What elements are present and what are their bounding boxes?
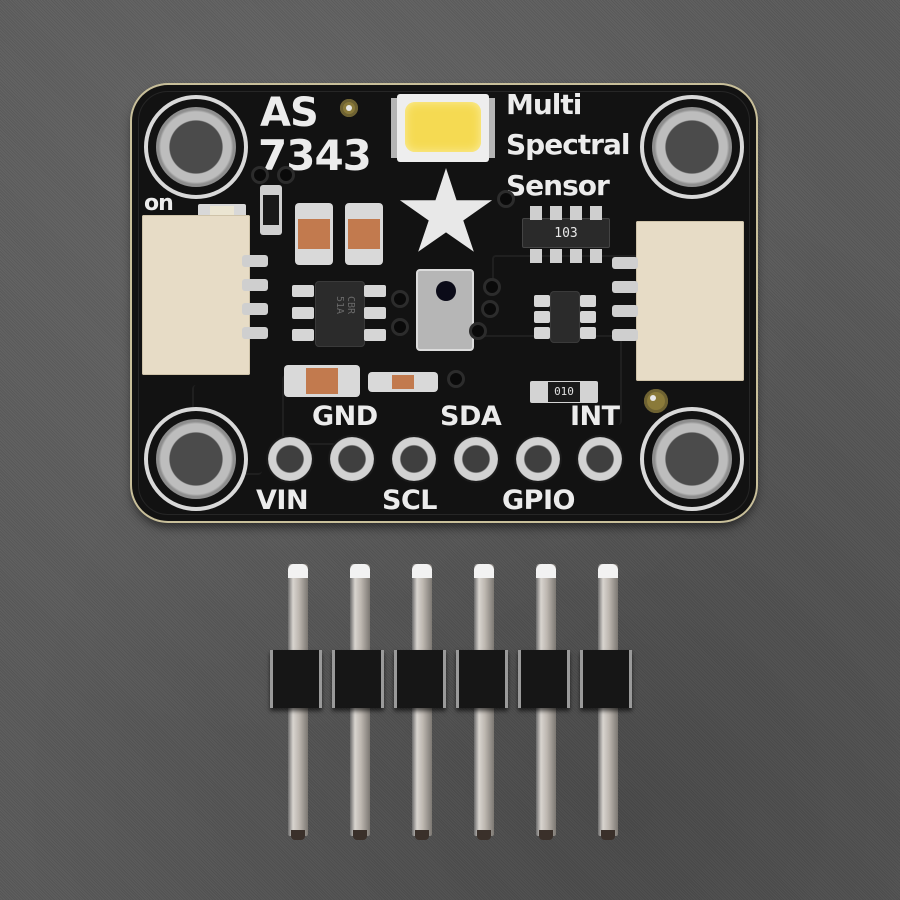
capacitor	[295, 203, 333, 265]
voltage-regulator-ic: CBR 51A	[315, 281, 365, 347]
power-led-label: on	[144, 191, 174, 216]
pin-label-scl: SCL	[382, 485, 437, 516]
via	[394, 293, 406, 305]
description-line1: Multi	[506, 88, 582, 121]
resistor-pad	[530, 249, 542, 263]
pad-scl[interactable]	[392, 437, 436, 481]
ic-pin	[580, 327, 596, 339]
via	[484, 303, 496, 315]
ic-pin	[534, 327, 550, 339]
header-plastic-block	[270, 650, 322, 708]
mounting-hole-bottom-left	[144, 407, 248, 511]
via	[486, 281, 498, 293]
pad-gnd[interactable]	[330, 437, 374, 481]
resistor-pad	[590, 206, 602, 220]
resistor-pad	[570, 206, 582, 220]
ic-pin	[364, 285, 386, 297]
via	[254, 169, 266, 181]
connector-pin	[242, 279, 268, 291]
header-plastic-block	[456, 650, 508, 708]
pad-int[interactable]	[578, 437, 622, 481]
pad-gpio[interactable]	[516, 437, 560, 481]
ic-pin	[580, 295, 596, 307]
connector-pin	[612, 257, 638, 269]
pad-vin[interactable]	[268, 437, 312, 481]
description-line3: Sensor	[506, 169, 610, 202]
capacitor	[368, 372, 438, 392]
connector-pin	[242, 303, 268, 315]
small-resistor: 010	[530, 381, 598, 403]
fiducial-mark	[340, 99, 358, 117]
resistor-pad	[570, 249, 582, 263]
header-plastic-block	[332, 650, 384, 708]
ic-pin	[292, 285, 314, 297]
connector-pin	[242, 327, 268, 339]
illumination-led	[397, 94, 489, 162]
mounting-hole-top-left	[144, 95, 248, 199]
ic-pin	[580, 311, 596, 323]
via	[280, 169, 292, 181]
level-shifter-ic	[550, 291, 580, 343]
header-plastic-block	[580, 650, 632, 708]
pin-label-gnd: GND	[312, 401, 378, 432]
pcb-trace	[282, 375, 362, 445]
pad-sda[interactable]	[454, 437, 498, 481]
ic-pin	[534, 295, 550, 307]
fiducial-mark	[644, 389, 668, 413]
right-stemma-qt-connector[interactable]	[636, 221, 744, 381]
connector-pin	[242, 255, 268, 267]
header-plastic-block	[518, 650, 570, 708]
via	[472, 325, 484, 337]
pin-label-vin: VIN	[256, 485, 309, 516]
pin-label-gpio: GPIO	[502, 485, 575, 516]
mounting-hole-bottom-right	[640, 407, 744, 511]
ic-pin	[292, 307, 314, 319]
as7343-spectral-sensor-chip	[416, 269, 474, 351]
capacitor	[284, 365, 360, 397]
chip-name-line2: 7343	[258, 131, 372, 180]
connector-pin	[612, 329, 638, 341]
resistor-pad	[550, 249, 562, 263]
via	[500, 193, 512, 205]
description-line2: Spectral	[506, 128, 630, 161]
flower-logo-icon	[399, 168, 493, 252]
male-pin-header	[264, 560, 644, 850]
ic-pin	[534, 311, 550, 323]
left-stemma-qt-connector[interactable]	[142, 215, 250, 375]
connector-pin	[612, 305, 638, 317]
resistor-pad	[590, 249, 602, 263]
pin-label-int: INT	[570, 401, 620, 432]
ic-pin	[292, 329, 314, 341]
via	[394, 321, 406, 333]
mounting-hole-top-right	[640, 95, 744, 199]
capacitor	[345, 203, 383, 265]
sensor-breakout-board: AS 7343 Multi Spectral Sensor on CBR 51A	[132, 85, 756, 521]
pin-label-sda: SDA	[440, 401, 502, 432]
resistor-pad	[530, 206, 542, 220]
ic-pin	[364, 329, 386, 341]
chip-name-line1: AS	[260, 90, 319, 136]
connector-pin	[612, 281, 638, 293]
via	[450, 373, 462, 385]
resistor	[260, 185, 282, 235]
ic-pin	[364, 307, 386, 319]
resistor-network: 103	[522, 218, 610, 248]
header-plastic-block	[394, 650, 446, 708]
resistor-pad	[550, 206, 562, 220]
